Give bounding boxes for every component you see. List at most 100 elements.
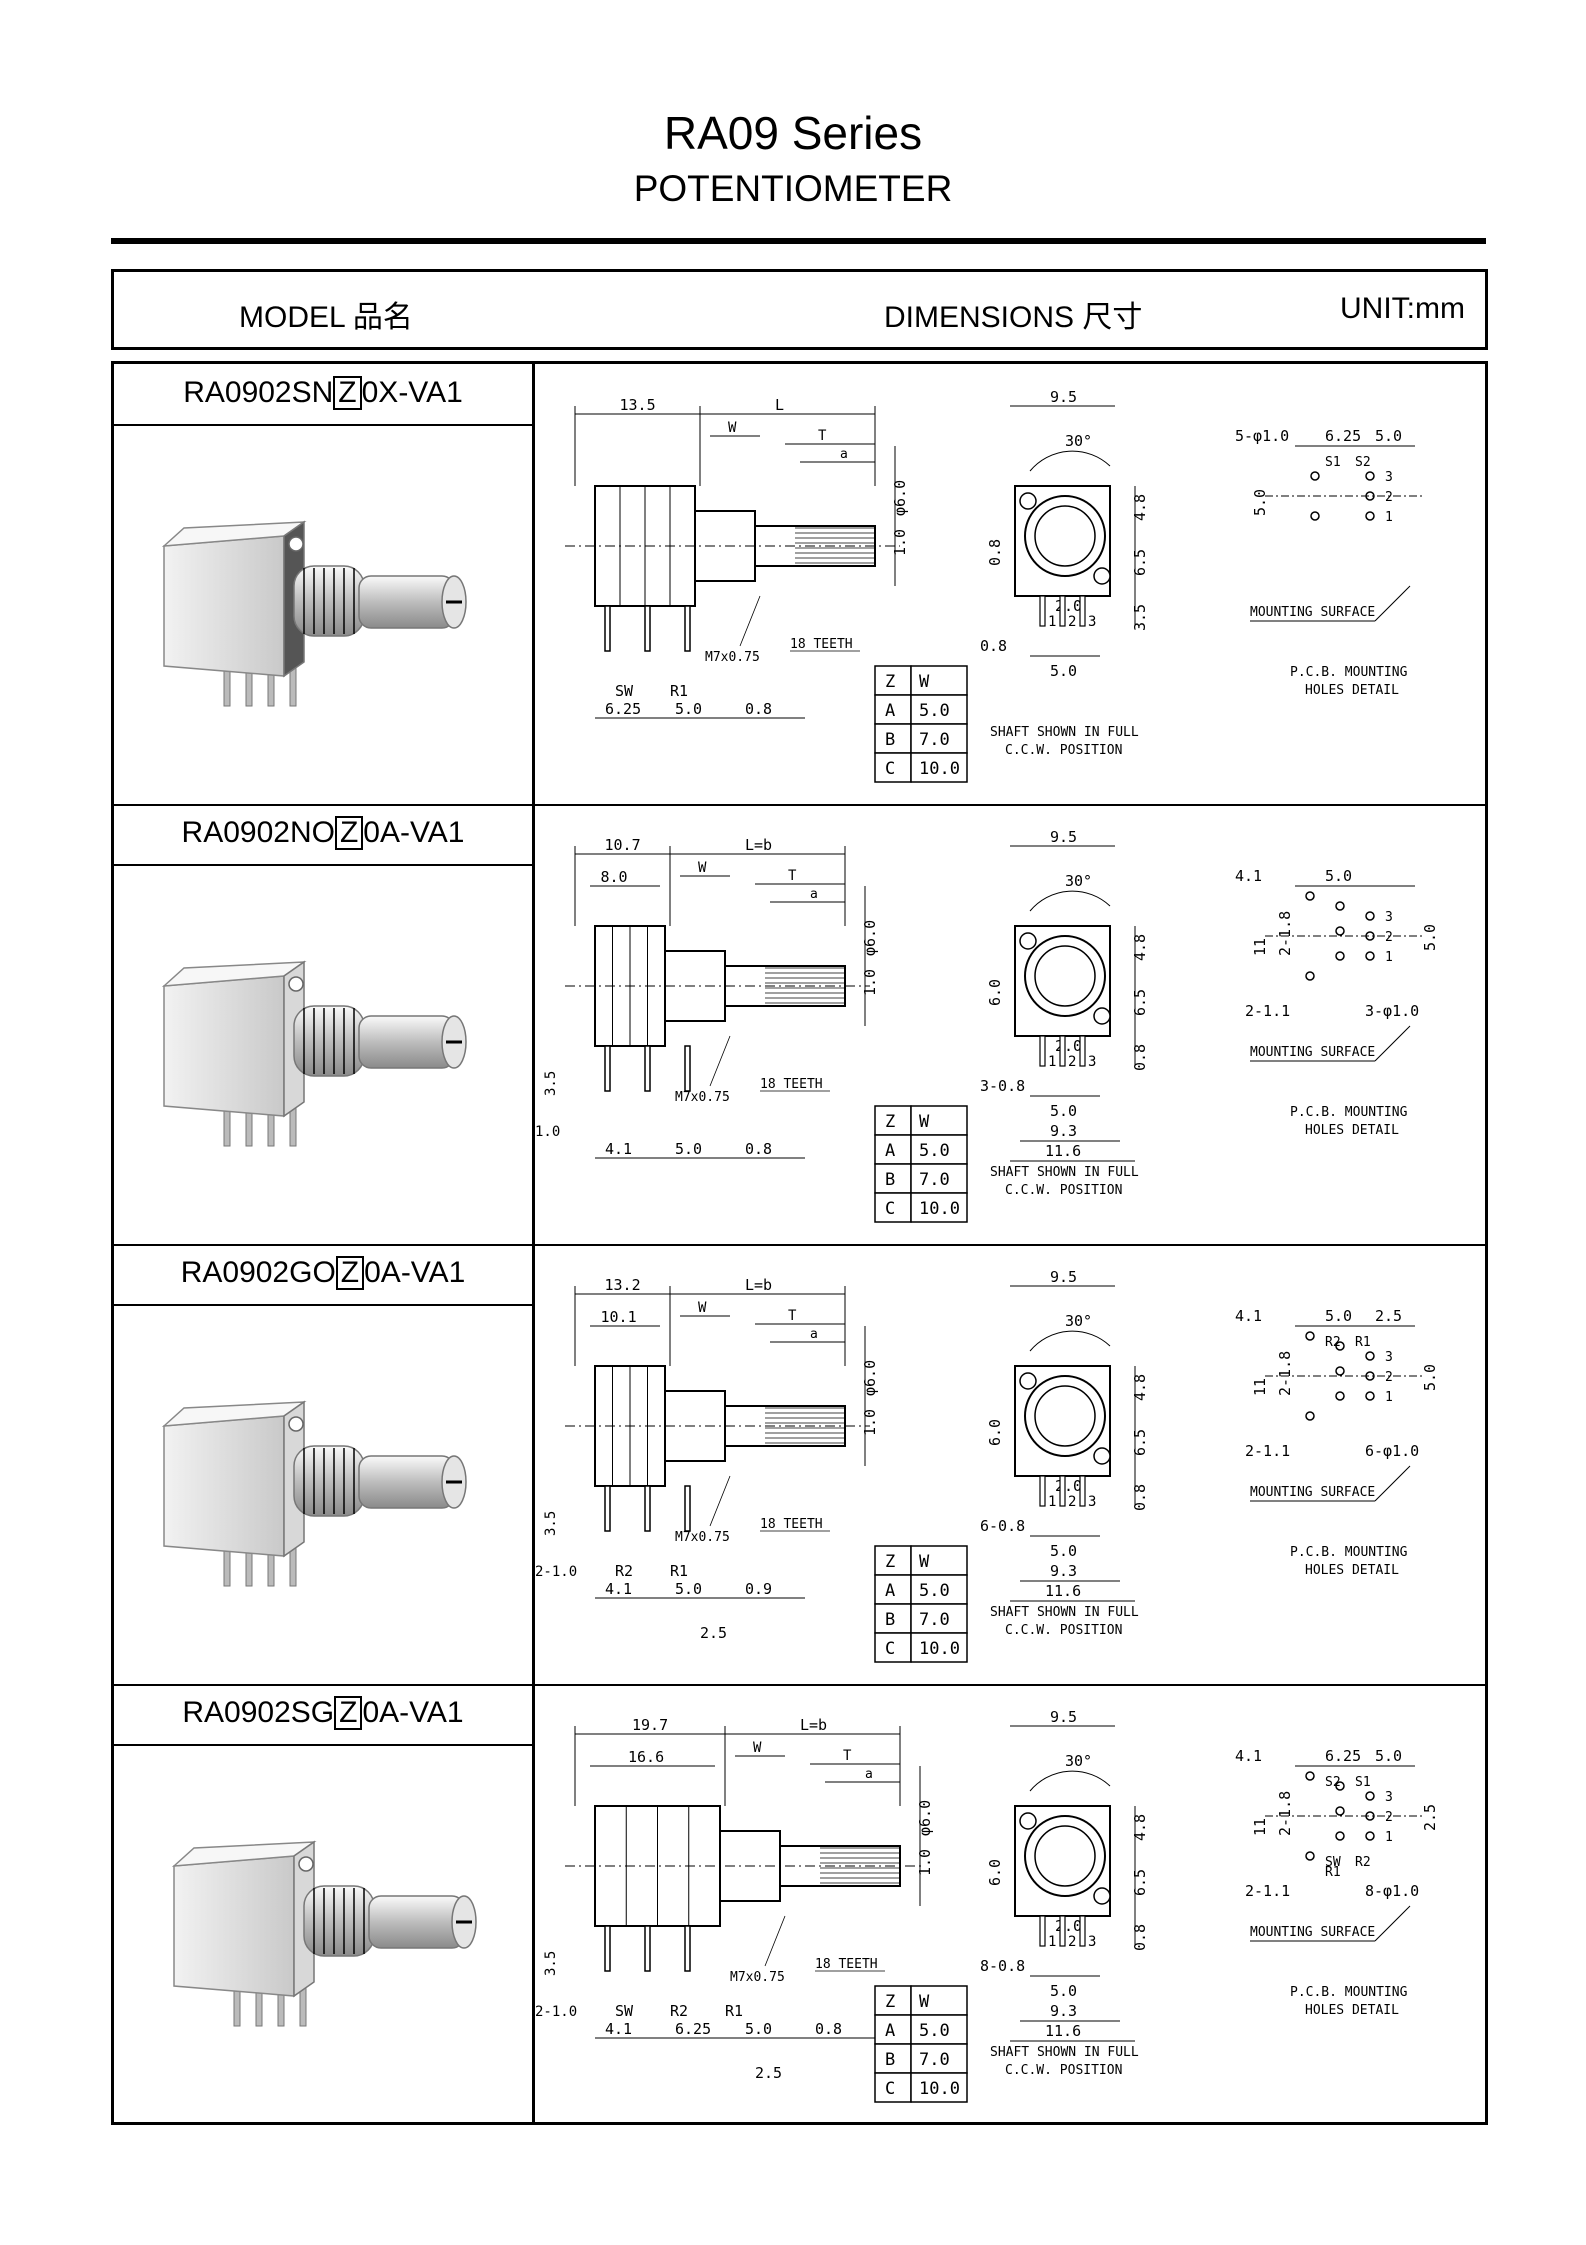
dimension-label: 2-1.0 xyxy=(535,1564,577,1580)
pcb-hole-icon xyxy=(1365,1831,1375,1841)
pcb-hole-icon xyxy=(1305,1331,1315,1341)
dimension-label: 6-0.8 xyxy=(980,1517,1025,1535)
pin-label: SW xyxy=(615,2002,634,2020)
teeth-label: 18 TEETH xyxy=(760,1517,823,1532)
variant-cell: 7.0 xyxy=(919,2050,950,2070)
dimension-label: 5.0 xyxy=(675,1140,702,1158)
dimension-label: 11 xyxy=(1251,938,1269,956)
dimension-label: 5.0 xyxy=(1251,489,1269,516)
dimension-label: 9.5 xyxy=(1050,1708,1077,1726)
variant-cell: 5.0 xyxy=(919,1581,950,1601)
pcb-hole-icon xyxy=(1365,911,1375,921)
dimension-label: 6.5 xyxy=(1131,1429,1149,1456)
product-photo xyxy=(171,1840,477,2027)
pcb-pin-number: 1 xyxy=(1385,510,1393,525)
dimension-label: φ6.0 xyxy=(891,480,909,516)
shaft-note: C.C.W. POSITION xyxy=(1005,743,1122,758)
dimension-label: 6.0 xyxy=(986,1859,1004,1886)
pcb-hole-icon xyxy=(1335,1366,1345,1376)
shaft-note: SHAFT SHOWN IN FULL xyxy=(990,2045,1139,2060)
variant-cell: A xyxy=(885,2021,895,2041)
dimension-label: 2-1.8 xyxy=(1276,1351,1294,1396)
pcb-hole-icon xyxy=(1365,1391,1375,1401)
dimension-label: 4.8 xyxy=(1131,934,1149,961)
dimension-label: 1.0 xyxy=(891,529,909,556)
dimension-label: 5.0 xyxy=(1050,1542,1077,1560)
model-prefix: RA0902SN xyxy=(183,376,334,409)
dimension-label: a xyxy=(840,447,848,462)
dimension-label: 0.8 xyxy=(1131,1484,1149,1511)
pcb-hole-icon xyxy=(1305,1771,1315,1781)
column-divider xyxy=(532,364,535,2122)
pin-label: R1 xyxy=(670,682,688,700)
dimension-label: 6.0 xyxy=(986,979,1004,1006)
dimension-label: 6.25 xyxy=(605,700,641,718)
row-divider xyxy=(114,1244,1485,1246)
dimension-label: 1.0 xyxy=(861,1409,879,1436)
dimension-label: 3-φ1.0 xyxy=(1365,1002,1419,1020)
dimension-label: 2-1.8 xyxy=(1276,911,1294,956)
dimension-label: 8-0.8 xyxy=(980,1957,1025,1975)
variant-cell: 5.0 xyxy=(919,1141,950,1161)
pcb-pin-label: S2 xyxy=(1325,1775,1341,1790)
angle-label: 30° xyxy=(1065,432,1092,450)
dimension-label: 4.8 xyxy=(1131,1814,1149,1841)
housing-icon xyxy=(163,535,285,677)
dimension-label: 11.6 xyxy=(1045,1582,1081,1600)
dimension-label: 2.5 xyxy=(1375,1307,1402,1325)
dimension-label: a xyxy=(810,1327,818,1342)
pcb-note: HOLES DETAIL xyxy=(1305,683,1399,698)
variant-cell: 10.0 xyxy=(919,1639,960,1659)
pcb-note: P.C.B. MOUNTING xyxy=(1290,665,1408,680)
dimension-label: 4.8 xyxy=(1131,1374,1149,1401)
dimension-label: 5.0 xyxy=(1325,867,1352,885)
dimension-label: 0.8 xyxy=(815,2020,842,2038)
dimension-label: L xyxy=(775,396,784,414)
pcb-pin-label: S1 xyxy=(1325,455,1341,470)
pcb-pin-number: 3 xyxy=(1385,910,1393,925)
thread-label: M7x0.75 xyxy=(675,1530,730,1545)
variant-cell: B xyxy=(885,1170,895,1190)
dimension-label: W xyxy=(753,1740,762,1756)
mounting-surface-label: MOUNTING SURFACE xyxy=(1250,605,1375,620)
title-rule xyxy=(111,238,1486,244)
pcb-hole-icon xyxy=(1365,511,1375,521)
dimension-label: 9.3 xyxy=(1050,2002,1077,2020)
dimension-label: W xyxy=(698,860,707,876)
dimension-label: φ6.0 xyxy=(861,1360,879,1396)
pcb-note: HOLES DETAIL xyxy=(1305,1123,1399,1138)
pin-number: 3 xyxy=(1088,1054,1096,1070)
pin-number: 1 xyxy=(1048,1934,1056,1950)
variant-cell: 7.0 xyxy=(919,1610,950,1630)
dimension-label: 0.8 xyxy=(986,539,1004,566)
variant-cell: B xyxy=(885,730,895,750)
shaft-note: SHAFT SHOWN IN FULL xyxy=(990,1605,1139,1620)
dimension-label: 10.1 xyxy=(601,1308,637,1326)
dimension-label: 11.6 xyxy=(1045,2022,1081,2040)
model-prefix: RA0902GO xyxy=(180,1256,336,1289)
variant-cell: C xyxy=(885,1199,895,1219)
housing-icon xyxy=(163,975,285,1117)
dimension-label: 2.0 xyxy=(1055,1917,1082,1935)
dimension-label: L=b xyxy=(800,1716,827,1734)
dimension-label: 5.0 xyxy=(1421,1364,1439,1391)
dimension-label: 2-1.1 xyxy=(1245,1882,1290,1900)
pcb-hole-icon xyxy=(1305,1411,1315,1421)
variant-cell: B xyxy=(885,1610,895,1630)
dimension-label: 11.6 xyxy=(1045,1142,1081,1160)
pcb-hole-icon xyxy=(1365,951,1375,961)
dimension-label: 6.5 xyxy=(1131,549,1149,576)
pcb-note: HOLES DETAIL xyxy=(1305,1563,1399,1578)
model-variant-box: Z xyxy=(334,816,364,850)
dimension-label: L=b xyxy=(745,1276,772,1294)
dimension-label: 0.8 xyxy=(745,1140,772,1158)
model-name-divider xyxy=(114,1744,532,1746)
dimension-label: 0.8 xyxy=(1131,1924,1149,1951)
housing-icon xyxy=(173,1855,295,1997)
dimension-label: 0.8 xyxy=(745,700,772,718)
